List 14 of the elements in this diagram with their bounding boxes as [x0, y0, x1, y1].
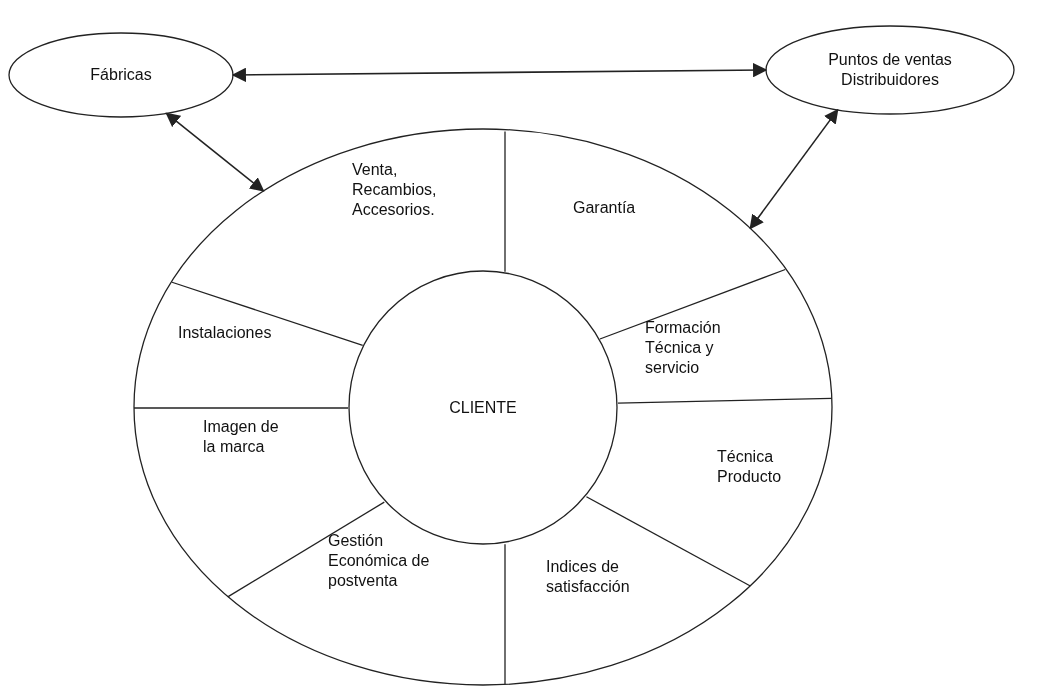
node-label: Puntos de ventas Distribuidores: [827, 50, 953, 90]
segment-label: Imagen de la marca: [203, 417, 280, 457]
segment-label: CLIENTE: [448, 397, 518, 418]
segment-label: Formación Técnica y servicio: [645, 318, 722, 378]
double-arrow: [231, 62, 768, 83]
segment-label: Técnica Producto: [717, 447, 783, 487]
segment-label: Indices de satisfacción: [546, 557, 631, 597]
segment-label: Instalaciones: [178, 323, 273, 343]
segment-label: Venta, Recambios, Accesorios.: [352, 160, 438, 220]
segment-label: Gestión Económica de postventa: [328, 531, 431, 591]
double-arrow: [165, 112, 265, 192]
double-arrow: [749, 108, 839, 230]
node-label: Fábricas: [89, 65, 153, 85]
segment-label: Garantía: [573, 198, 637, 218]
